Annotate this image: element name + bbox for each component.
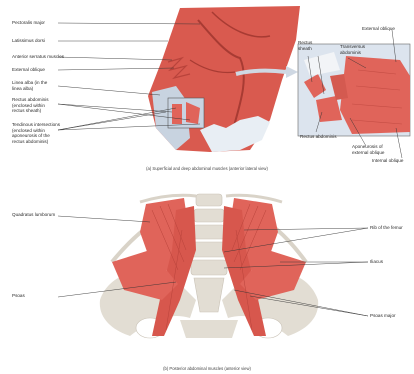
label-internal-oblique: Internal oblique (372, 158, 403, 164)
label-transversus-abdominis: Transversus abdominis (340, 44, 365, 55)
label-tendinous-intersections: Tendinous intersections (enclosed within… (12, 122, 60, 144)
label-external-oblique: External oblique (12, 67, 45, 73)
label-linea-alba: Linea alba (in the linea alba) (12, 80, 47, 91)
label-anterior-serratus: Anterior serratus muscles (12, 54, 64, 60)
inset-illustration (298, 44, 410, 136)
label-quadratus-lumborum: Quadratus lumborum (12, 212, 55, 218)
label-rib: Rib of the femur (370, 225, 403, 231)
caption-b: (b) Posterior abdominal muscles (anterio… (0, 366, 414, 371)
label-psoas: Psoas (12, 293, 25, 299)
label-rectus-abdominis-inset: Rectus abdominis (300, 134, 337, 140)
label-psoas-major: Psoas major (370, 313, 396, 319)
label-iliacus: Iliacus (370, 259, 383, 265)
label-pectoralis-major: Pectoralis major (12, 20, 45, 26)
label-aponeurosis: Aponeurosis of external oblique (352, 144, 384, 155)
caption-a: (a) Superficial and deep abdominal muscl… (0, 166, 414, 171)
pelvis-illustration (100, 194, 318, 338)
label-rectus-sheath: Rectus sheath (298, 40, 312, 51)
label-rectus-abdominis: Rectus abdominis (enclosed within rectus… (12, 97, 49, 114)
label-external-oblique-inset: External oblique (362, 26, 395, 32)
torso-illustration (148, 6, 300, 152)
label-latissimus-dorsi: Latissimus dorsi (12, 38, 45, 44)
